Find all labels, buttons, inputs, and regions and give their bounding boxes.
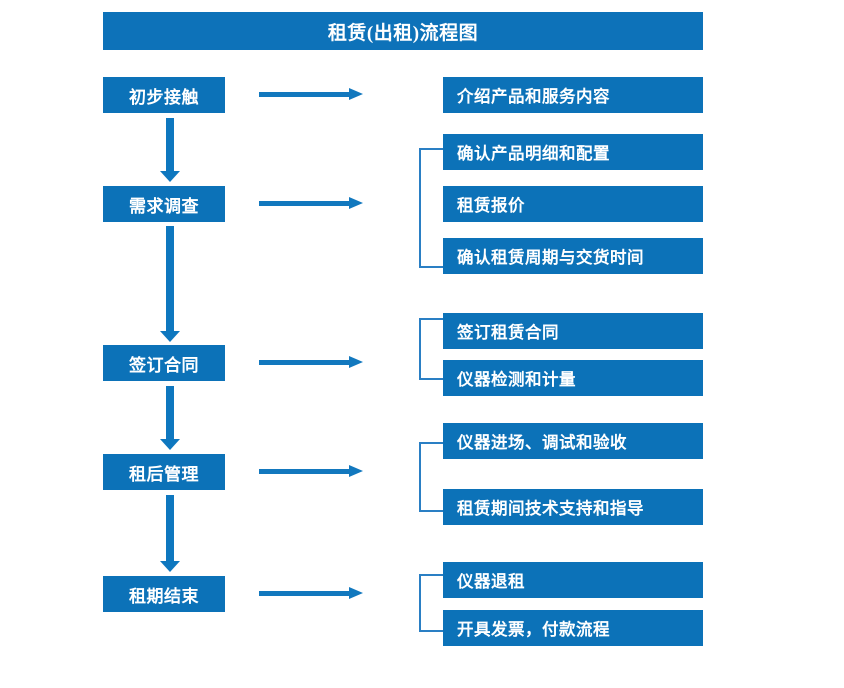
stage-box-3[interactable]: 签订合同 bbox=[103, 345, 225, 381]
arrow-shaft bbox=[259, 591, 351, 596]
detail-box-1[interactable]: 介绍产品和服务内容 bbox=[443, 77, 703, 113]
detail-box-9[interactable]: 仪器退租 bbox=[443, 562, 703, 598]
arrow-shaft bbox=[166, 118, 174, 171]
detail-box-10[interactable]: 开具发票，付款流程 bbox=[443, 610, 703, 646]
arrow-head-icon bbox=[349, 197, 363, 209]
stage-box-2[interactable]: 需求调查 bbox=[103, 186, 225, 222]
detail-box-3[interactable]: 租赁报价 bbox=[443, 186, 703, 222]
arrow-shaft bbox=[166, 495, 174, 561]
arrow-head-icon bbox=[160, 171, 180, 182]
bracket-connector-stage-2 bbox=[419, 148, 443, 268]
stage-box-4[interactable]: 租后管理 bbox=[103, 454, 225, 490]
detail-box-7[interactable]: 仪器进场、调试和验收 bbox=[443, 423, 703, 459]
arrow-head-icon bbox=[349, 356, 363, 368]
bracket-connector-stage-5 bbox=[419, 574, 443, 632]
arrow-head-icon bbox=[160, 439, 180, 450]
arrow-shaft bbox=[259, 469, 351, 474]
arrow-head-icon bbox=[349, 587, 363, 599]
arrow-shaft bbox=[166, 386, 174, 439]
detail-box-8[interactable]: 租赁期间技术支持和指导 bbox=[443, 489, 703, 525]
stage-box-5[interactable]: 租期结束 bbox=[103, 576, 225, 612]
arrow-shaft bbox=[259, 360, 351, 365]
arrow-head-icon bbox=[160, 561, 180, 572]
detail-box-6[interactable]: 仪器检测和计量 bbox=[443, 360, 703, 396]
bracket-connector-stage-4 bbox=[419, 442, 443, 512]
arrow-shaft bbox=[259, 92, 351, 97]
detail-box-5[interactable]: 签订租赁合同 bbox=[443, 313, 703, 349]
arrow-head-icon bbox=[160, 331, 180, 342]
detail-box-2[interactable]: 确认产品明细和配置 bbox=[443, 134, 703, 170]
arrow-shaft bbox=[166, 226, 174, 331]
arrow-head-icon bbox=[349, 88, 363, 100]
detail-box-4[interactable]: 确认租赁周期与交货时间 bbox=[443, 238, 703, 274]
arrow-head-icon bbox=[349, 465, 363, 477]
page-title: 租赁(出租)流程图 bbox=[103, 12, 703, 50]
stage-box-1[interactable]: 初步接触 bbox=[103, 77, 225, 113]
bracket-connector-stage-3 bbox=[419, 318, 443, 380]
arrow-shaft bbox=[259, 201, 351, 206]
